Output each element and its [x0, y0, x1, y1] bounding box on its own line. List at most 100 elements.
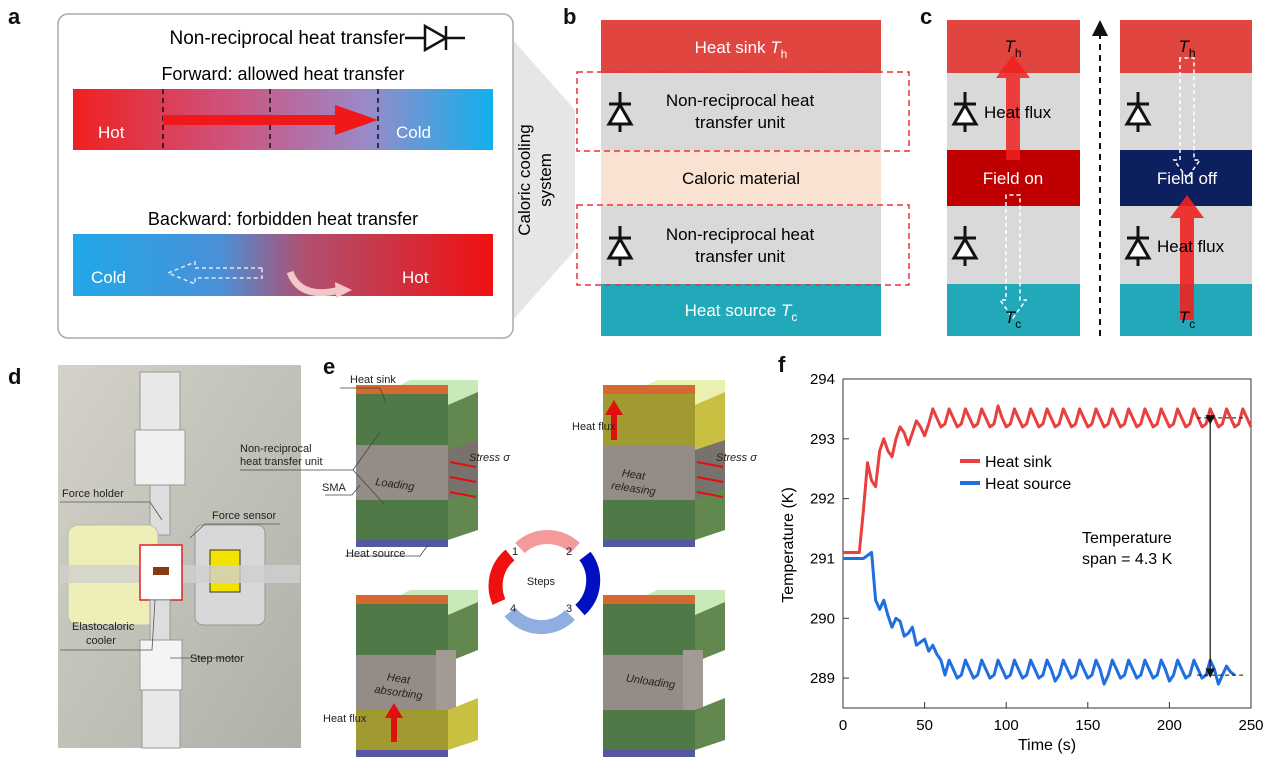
y-axis-label: Temperature (K): [780, 487, 797, 603]
blocked-flux-arrow-icon: [1172, 57, 1202, 180]
diode-icon: [405, 23, 465, 53]
stress-label: Stress σ: [716, 452, 757, 464]
th-label: Th: [1178, 37, 1195, 60]
absorbing-label-1: Heat: [386, 671, 412, 686]
panel-label-b: b: [563, 4, 576, 29]
series-line-heat-sink: [843, 404, 1253, 554]
unit-dashed-box: [576, 71, 910, 152]
stress-label: Stress σ: [469, 452, 510, 464]
annotation-line-1: Temperature: [1082, 530, 1172, 547]
forward-title: Forward: allowed heat transfer: [161, 64, 404, 84]
field-on-label: Field on: [983, 169, 1043, 188]
x-tick-label: 250: [1238, 717, 1263, 734]
heat-source-label: Heat source Tc: [685, 301, 798, 324]
svg-text:1: 1: [512, 546, 518, 558]
cooler-label-1: Elastocaloric: [72, 621, 135, 633]
panel-b: b Heat sink Th Non-reciprocal heat trans…: [563, 4, 910, 336]
forward-hot: Hot: [98, 123, 125, 142]
step-motor-label: Step motor: [190, 653, 244, 665]
series-line-heat-source: [843, 551, 1236, 686]
legend-heat-source: Heat source: [985, 476, 1071, 493]
x-tick-label: 50: [916, 717, 933, 734]
heat-flux-label: Heat flux: [323, 713, 367, 725]
x-tick-label: 200: [1157, 717, 1182, 734]
steps-label: Steps: [527, 576, 556, 588]
block-unloading: [603, 590, 725, 757]
legend: Heat sink Heat source: [960, 454, 1071, 493]
unit-label-1: Non-reciprocal: [240, 443, 312, 455]
releasing-label-1: Heat: [621, 467, 647, 482]
return-arrow-icon: [286, 270, 341, 297]
heat-flux-arrow-icon: [996, 55, 1030, 160]
heat-flux-arrow-icon: [1170, 195, 1204, 320]
x-tick-label: 150: [1075, 717, 1100, 734]
y-tick-label: 293: [810, 431, 835, 448]
heat-sink-label: Heat sink Th: [695, 38, 788, 61]
unit-label-2a: Non-reciprocal heat: [666, 225, 815, 244]
panel-label-d: d: [8, 364, 21, 389]
svg-text:4: 4: [510, 603, 516, 615]
backward-cold: Cold: [91, 268, 126, 287]
panel-d: d Force holder Force sensor Elastocalori…: [8, 364, 301, 749]
field-on-column: Th Heat flux Field on Tc: [947, 20, 1080, 336]
heat-flux-arrow-icon: [605, 400, 623, 440]
heat-source-label: Heat source: [346, 548, 405, 560]
y-tick-label: 291: [810, 550, 835, 567]
tc-label: Tc: [1179, 308, 1195, 331]
field-off-column: Th Field off Heat flux Tc: [1120, 20, 1252, 336]
y-tick-label: 290: [810, 610, 835, 627]
annotation-line-2: span = 4.3 K: [1082, 551, 1173, 568]
y-tick-label: 294: [810, 371, 835, 388]
plot-area: [842, 378, 1252, 709]
backward-title: Backward: forbidden heat transfer: [148, 209, 418, 229]
caloric-material-label: Caloric material: [682, 169, 800, 188]
field-off-label: Field off: [1157, 169, 1217, 188]
panel-label-f: f: [778, 352, 786, 377]
block-absorbing: [356, 590, 478, 757]
svg-text:3: 3: [566, 603, 572, 615]
sma-label: SMA: [322, 482, 347, 494]
unit-dashed-box: [576, 204, 910, 286]
x-tick-label: 100: [994, 717, 1019, 734]
tc-label: Tc: [1005, 308, 1021, 331]
heat-sink-label: Heat sink: [350, 374, 396, 386]
callout-wedge: [513, 40, 575, 320]
side-label-1: Caloric cooling: [515, 124, 534, 236]
legend-heat-sink: Heat sink: [985, 454, 1053, 471]
backward-bar: [73, 234, 493, 296]
panel-label-c: c: [920, 4, 932, 29]
x-tick-label: 0: [839, 717, 847, 734]
x-axis-label: Time (s): [1018, 737, 1076, 754]
forward-arrow-icon: [163, 105, 378, 135]
block-loading: [356, 380, 478, 547]
block-releasing: [603, 380, 725, 547]
unit-label-1a: Non-reciprocal heat: [666, 91, 815, 110]
y-tick-label: 292: [810, 491, 835, 508]
unit-label-2b: transfer unit: [695, 247, 785, 266]
heat-flux-label: Heat flux: [1157, 237, 1225, 256]
panel-f: f 0 50 100 150 200 250 289 290 291 292 293 294 Time…: [778, 352, 1264, 754]
heat-flux-label: Heat flux: [572, 421, 616, 433]
panel-label-e: e: [323, 354, 335, 379]
svg-text:2: 2: [566, 546, 572, 558]
legend-text: Non-reciprocal heat transfer: [170, 28, 406, 49]
y-tick-label: 289: [810, 670, 835, 687]
force-sensor-label: Force sensor: [212, 510, 277, 522]
forward-cold: Cold: [396, 123, 431, 142]
side-label-2: system: [536, 153, 555, 207]
loading-label: Loading: [375, 476, 416, 493]
backward-hot: Hot: [402, 268, 429, 287]
heat-flux-label: Heat flux: [984, 103, 1052, 122]
force-holder-label: Force holder: [62, 488, 124, 500]
steps-cycle-icon: 1 2 3 4 Steps: [488, 530, 601, 635]
unit-label-2: heat transfer unit: [240, 456, 323, 468]
th-label: Th: [1004, 37, 1021, 60]
cooler-label-2: cooler: [86, 635, 116, 647]
panel-label-a: a: [8, 4, 21, 29]
blocked-flux-arrow-icon: [998, 194, 1028, 320]
unit-label-1b: transfer unit: [695, 113, 785, 132]
panel-e: e Stress σ Loading Heat sink Non-recipro…: [240, 354, 757, 757]
panel-c: c Th Heat flux Field on Tc Th: [920, 4, 1252, 336]
heat-flux-arrow-icon: [385, 703, 403, 742]
